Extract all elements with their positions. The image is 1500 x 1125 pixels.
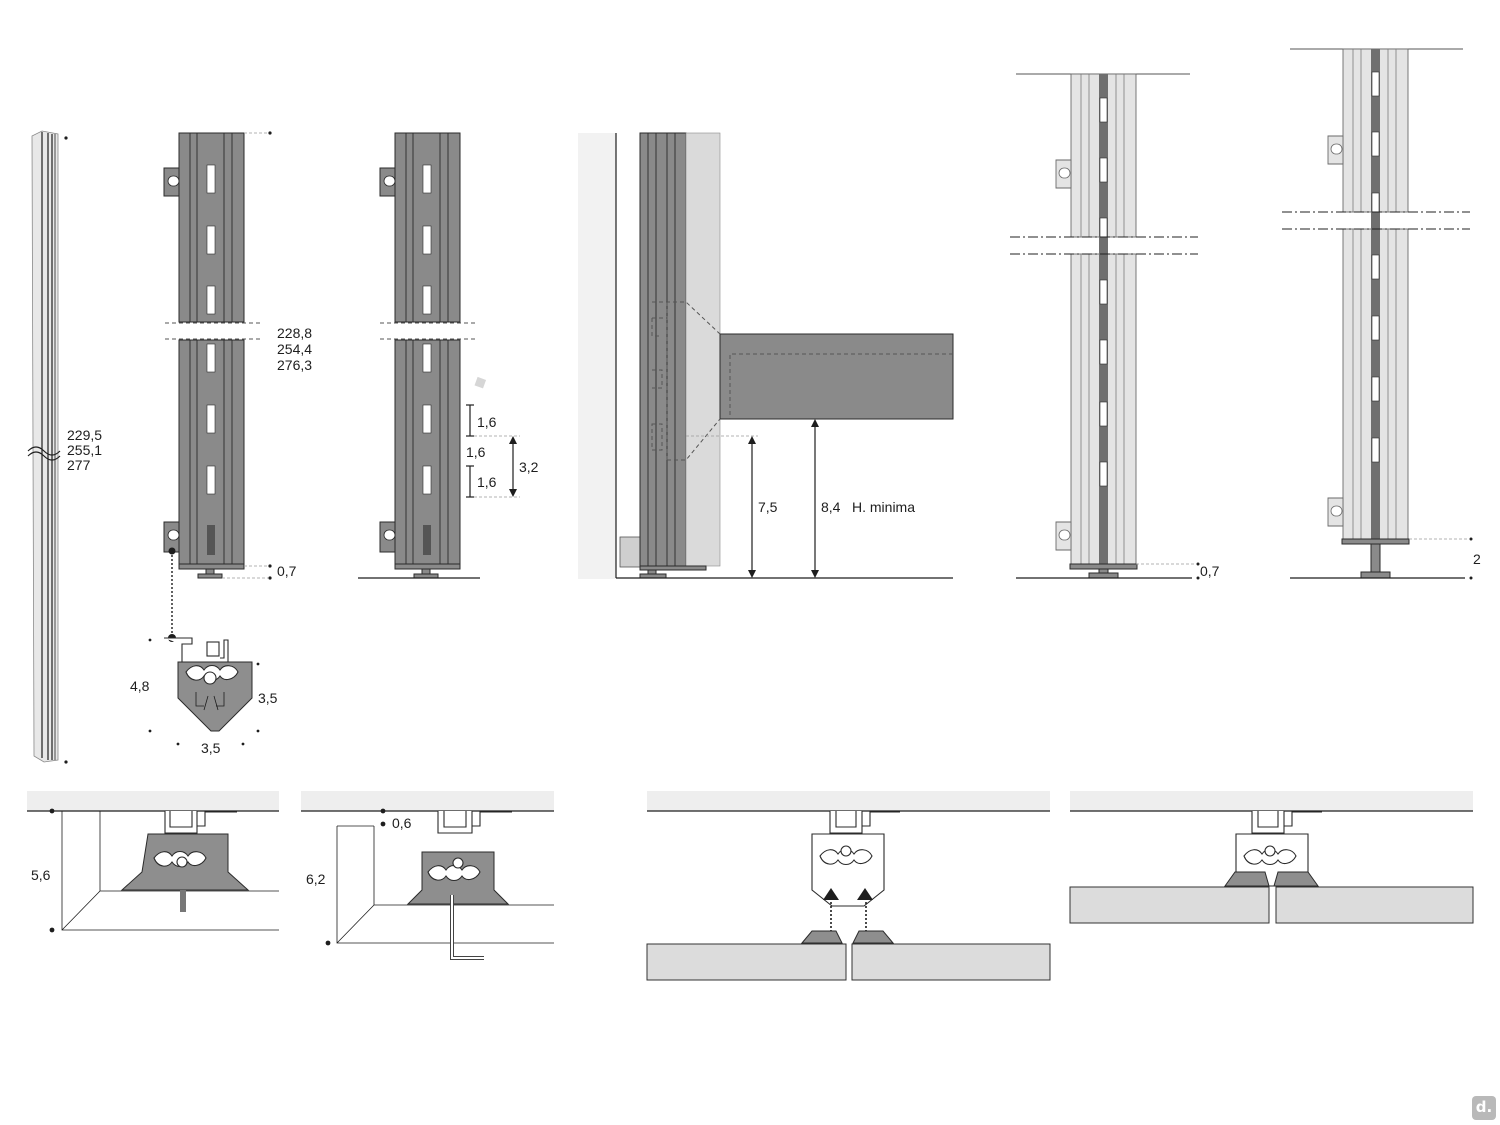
section-base-label: 3,5 xyxy=(201,740,221,756)
rail-height-3: 277 xyxy=(67,457,91,473)
slot-pitch-b: 1,6 xyxy=(466,444,486,460)
inner-height-label: 7,5 xyxy=(758,499,778,515)
profile-length-1: 228,8 xyxy=(277,325,312,341)
side-section-view: 7,5 8,4 H. minima xyxy=(578,132,954,579)
cross-section-detail: 4,8 3,5 3,5 xyxy=(130,634,278,756)
brand-logo: d. xyxy=(1472,1096,1496,1120)
rail-height-1: 229,5 xyxy=(67,427,102,443)
profile-length-3: 276,3 xyxy=(277,357,312,373)
foot-height-label: 2 xyxy=(1473,551,1481,567)
long-rail-view: 229,5 255,1 277 xyxy=(27,130,102,764)
slot-pitch-a: 1,6 xyxy=(477,414,497,430)
connector-open-view xyxy=(646,791,1051,981)
light-profile-view-c: 0,7 xyxy=(1010,73,1220,580)
rail-height-2: 255,1 xyxy=(67,442,102,458)
brand-logo-text: d. xyxy=(1475,1098,1493,1116)
depth-left-label: 5,6 xyxy=(31,867,51,883)
connector-closed-view xyxy=(1069,791,1474,924)
min-height-value: 8,4 xyxy=(821,499,841,515)
profile-view-b: 1,6 1,6 1,6 3,2 xyxy=(358,132,539,579)
assembly-detail-right: 0,6 6,2 xyxy=(301,791,554,960)
offset-top-label: 0,6 xyxy=(392,815,412,831)
slot-pitch-c: 1,6 xyxy=(477,474,497,490)
depth-right-label: 6,2 xyxy=(306,871,326,887)
light-profile-view-d: 2 xyxy=(1282,48,1481,580)
min-height-caption: H. minima xyxy=(852,499,915,515)
assembly-detail-left: 5,6 xyxy=(27,791,279,1003)
gap-bottom-label: 0,7 xyxy=(277,563,297,579)
slot-pitch-total: 3,2 xyxy=(519,459,539,475)
right-gap-bottom-label: 0,7 xyxy=(1200,563,1220,579)
section-width-label: 4,8 xyxy=(130,678,150,694)
section-depth-label: 3,5 xyxy=(258,690,278,706)
profile-view-a: 228,8 254,4 276,3 0,7 xyxy=(163,131,312,636)
profile-length-2: 254,4 xyxy=(277,341,312,357)
